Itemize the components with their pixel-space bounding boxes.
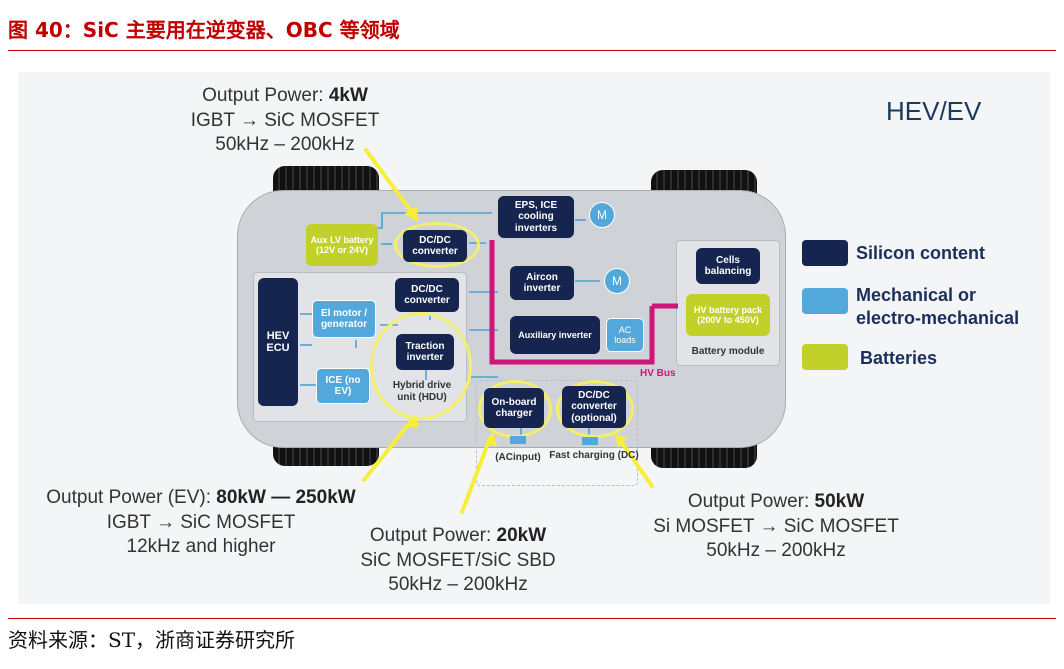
annotation-top-prefix: Output Power: (202, 85, 329, 106)
annotation-right-prefix: Output Power: (687, 491, 815, 512)
eps-ice-inverters: EPS, ICE cooling inverters (498, 196, 574, 238)
hdu-label: Hybrid drive unit (HDU) (392, 380, 452, 403)
annotation-left-prefix: Output Power (EV): (46, 487, 217, 508)
legend-swatch-mechanical (802, 288, 848, 314)
legend-label-silicon: Silicon content (856, 243, 986, 263)
annotation-top-line2: IGBT → SiC MOSFET (190, 109, 380, 131)
hv-bus-label: HV Bus (640, 368, 676, 379)
highlight-ring-dcdc-opt (556, 380, 634, 438)
fast-charging-label: Fast charging (DC) (549, 450, 639, 461)
annotation-right-value: 50kW (814, 491, 865, 512)
annotation-right: Output Power: 50kW Si MOSFET → SiC MOSFE… (636, 490, 916, 564)
hev-ecu: HEV ECU (258, 278, 298, 406)
motor-aircon: M (604, 268, 630, 294)
traction-inverter: Traction inverter (396, 334, 454, 370)
ice-no-ev: ICE (no EV) (316, 368, 370, 404)
motor-eps: M (589, 202, 615, 228)
dc-input-port (582, 437, 598, 445)
annotation-middle-line3: 50kHz – 200kHz (388, 574, 528, 596)
legend-label-mechanical: Mechanical or electro-mechanical (856, 285, 1020, 329)
on-board-charger: On-board charger (484, 388, 544, 428)
ac-input-label: (ACinput) (495, 452, 541, 463)
aircon-inverter: Aircon inverter (510, 266, 574, 300)
auxiliary-inverter: Auxiliary inverter (510, 316, 600, 354)
annotation-middle: Output Power: 20kW SiC MOSFET/SiC SBD 50… (350, 524, 566, 598)
aux-lv-battery: Aux LV battery (12V or 24V) (306, 224, 378, 266)
annotation-top-value: 4kW (328, 85, 368, 106)
highlight-ring-dcdc (394, 222, 480, 268)
hv-battery-pack: HV battery pack (200V to 450V) (686, 294, 770, 336)
figure-title: 图 40：SiC 主要用在逆变器、OBC 等领域 (8, 18, 400, 42)
legend-swatch-silicon (802, 240, 848, 266)
source-note: 资料来源：ST，浙商证券研究所 (8, 628, 296, 652)
legend-swatch-batteries (802, 344, 848, 370)
annotation-top: Output Power: 4kW IGBT → SiC MOSFET 50kH… (180, 84, 390, 158)
annotation-middle-prefix: Output Power: (369, 525, 497, 546)
annotation-right-line2: Si MOSFET → SiC MOSFET (653, 515, 899, 537)
annotation-left: Output Power (EV): 80kW — 250kW IGBT → S… (36, 486, 366, 560)
annotation-right-line3: 50kHz – 200kHz (706, 540, 846, 562)
annotation-left-line2: IGBT → SiC MOSFET (106, 511, 296, 533)
annotation-top-line3: 50kHz – 200kHz (215, 134, 355, 156)
el-motor-generator: El motor / generator (312, 300, 376, 338)
dcdc-converter-optional: DC/DC converter (optional) (562, 386, 626, 428)
hev-ev-label: HEV/EV (886, 96, 982, 126)
dcdc-converter-top: DC/DC converter (403, 230, 467, 262)
charging-group (476, 380, 638, 486)
highlight-ring-hdu (370, 312, 472, 420)
cells-balancing: Cells balancing (696, 248, 760, 284)
annotation-left-line3: 12kHz and higher (126, 536, 276, 558)
title-rule (8, 50, 1056, 51)
annotation-left-value: 80kW — 250kW (216, 487, 356, 508)
legend-label-batteries: Batteries (860, 348, 938, 368)
battery-module-label: Battery module (691, 346, 765, 357)
ac-loads: AC loads (606, 318, 644, 352)
annotation-middle-value: 20kW (496, 525, 547, 546)
dcdc-converter-mid: DC/DC converter (395, 278, 459, 312)
annotation-middle-line2: SiC MOSFET/SiC SBD (360, 549, 556, 571)
ac-input-port (510, 436, 526, 444)
source-rule (8, 618, 1056, 619)
